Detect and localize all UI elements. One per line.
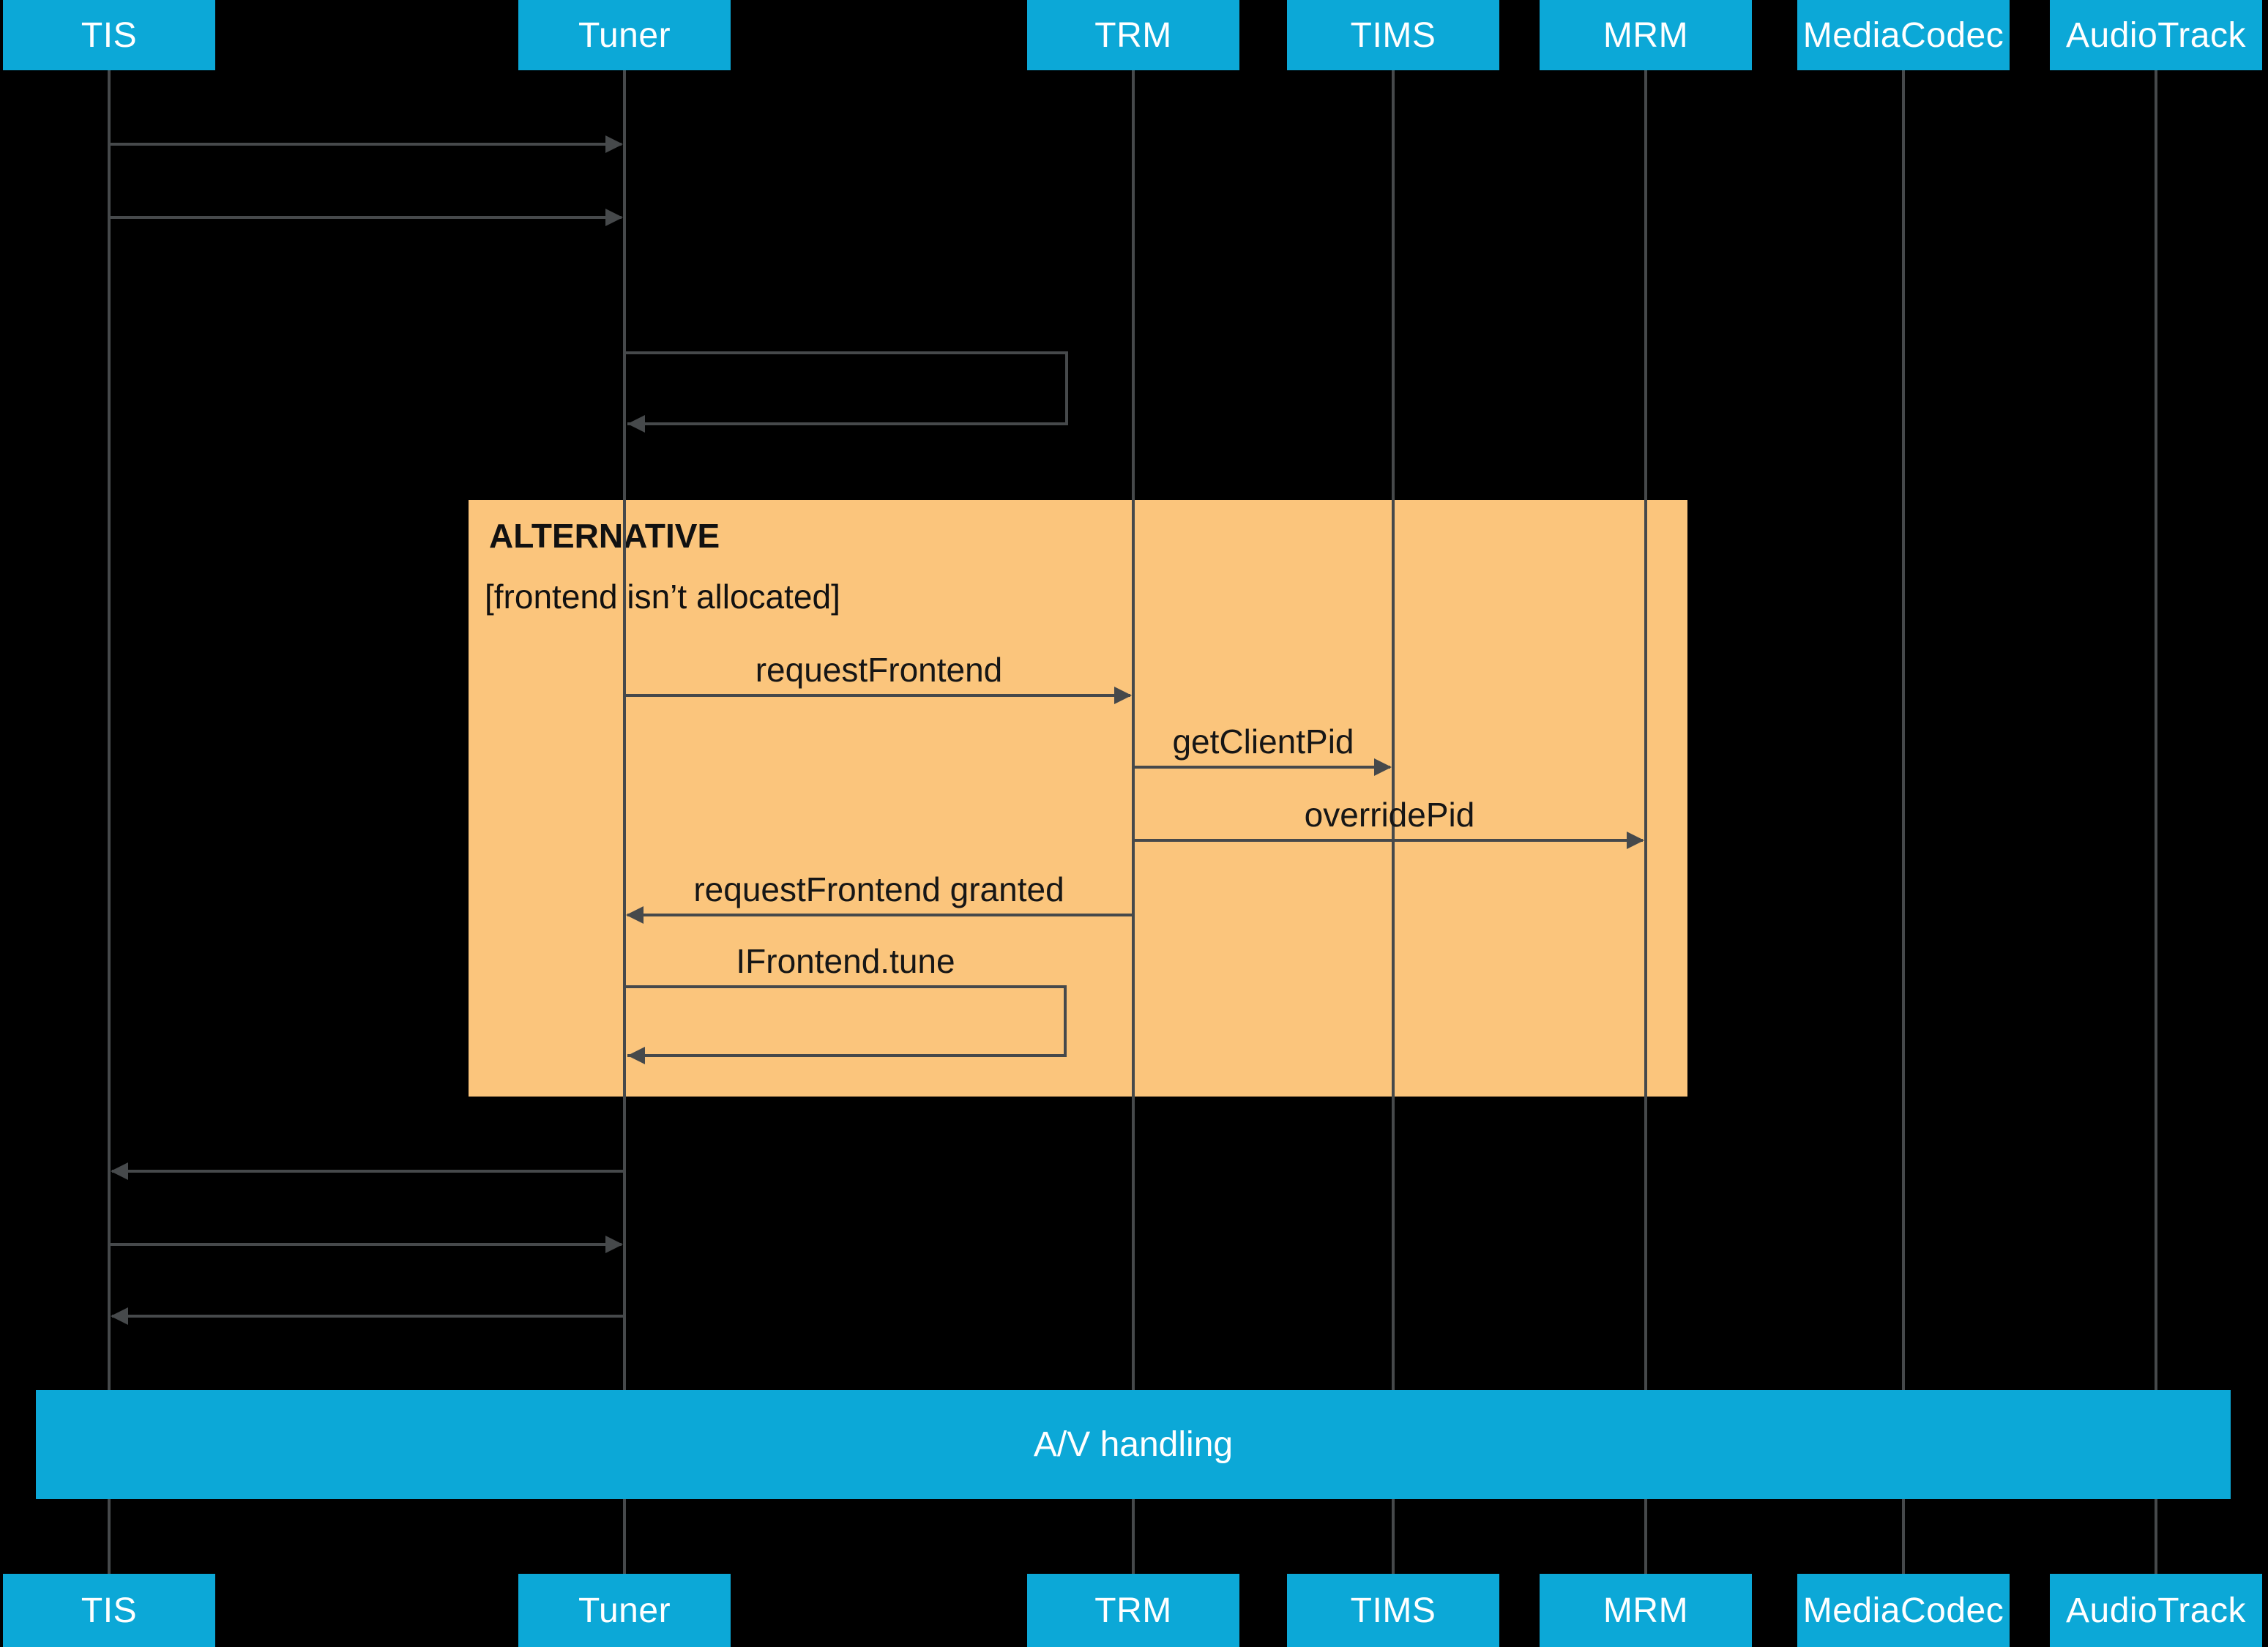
- message-label: getClientPid: [1172, 722, 1354, 761]
- self-message-side-line: [1064, 985, 1067, 1057]
- participant-label-trm: TRM: [1094, 1591, 1172, 1630]
- participant-box-top-mediacodec: MediaCodec: [1797, 0, 2010, 70]
- arrowhead: [626, 906, 644, 924]
- arrowhead: [605, 135, 623, 153]
- arrowhead: [627, 1047, 645, 1064]
- message-line: [112, 1315, 624, 1318]
- alt-guard-label: [frontend isn’t allocated]: [485, 578, 840, 616]
- participant-box-top-audiotrack: AudioTrack: [2050, 0, 2262, 70]
- participant-label-mrm: MRM: [1603, 15, 1689, 55]
- participant-label-mediacodec: MediaCodec: [1802, 15, 2004, 55]
- arrowhead: [1114, 687, 1132, 704]
- participant-box-bottom-tuner: Tuner: [518, 1574, 731, 1647]
- participant-label-tis: TIS: [81, 1591, 138, 1630]
- self-message-side-line: [1065, 351, 1068, 425]
- participant-label-mrm: MRM: [1603, 1591, 1689, 1630]
- message-label: requestFrontend granted: [693, 870, 1064, 908]
- av-handling-bar: A/V handling: [36, 1390, 2231, 1499]
- participant-label-tims: TIMS: [1350, 1591, 1436, 1630]
- participant-label-audiotrack: AudioTrack: [2066, 15, 2246, 55]
- message-label: IFrontend.tune: [736, 942, 955, 980]
- participant-box-bottom-mrm: MRM: [1540, 1574, 1752, 1647]
- av-handling-label: A/V handling: [1033, 1425, 1234, 1464]
- message-label: overridePid: [1304, 796, 1475, 834]
- participant-box-bottom-trm: TRM: [1027, 1574, 1239, 1647]
- alt-operator-label: ALTERNATIVE: [489, 517, 720, 555]
- participant-box-top-trm: TRM: [1027, 0, 1239, 70]
- arrowhead: [627, 415, 645, 433]
- participant-box-top-tis: TIS: [3, 0, 215, 70]
- participant-box-bottom-audiotrack: AudioTrack: [2050, 1574, 2262, 1647]
- self-message-return-line: [627, 422, 1068, 425]
- self-message-return-line: [627, 1054, 1067, 1057]
- arrowhead: [111, 1307, 128, 1325]
- self-message-out-line: [624, 351, 1068, 354]
- participant-box-bottom-mediacodec: MediaCodec: [1797, 1574, 2010, 1647]
- arrowhead: [605, 1236, 623, 1253]
- participant-label-mediacodec: MediaCodec: [1802, 1591, 2004, 1630]
- participant-box-bottom-tims: TIMS: [1287, 1574, 1499, 1647]
- participant-box-bottom-tis: TIS: [3, 1574, 215, 1647]
- participant-label-tuner: Tuner: [578, 1591, 671, 1630]
- message-line: [109, 216, 622, 219]
- arrowhead: [1627, 832, 1644, 849]
- message-line: [1133, 766, 1390, 769]
- participant-label-tis: TIS: [81, 15, 138, 55]
- message-line: [1133, 839, 1643, 842]
- message-line: [624, 694, 1130, 697]
- participant-box-top-tuner: Tuner: [518, 0, 731, 70]
- lifeline-tis: [108, 70, 111, 1574]
- participant-label-tuner: Tuner: [578, 15, 671, 55]
- arrowhead: [1374, 758, 1392, 776]
- message-line: [109, 143, 622, 146]
- lifeline-tims: [1392, 70, 1395, 1574]
- lifeline-tuner: [623, 70, 626, 1574]
- message-label: requestFrontend: [755, 651, 1003, 689]
- arrowhead: [605, 209, 623, 226]
- participant-box-top-tims: TIMS: [1287, 0, 1499, 70]
- lifeline-mrm: [1644, 70, 1647, 1574]
- lifeline-trm: [1132, 70, 1135, 1574]
- lifeline-mediacodec: [1902, 70, 1905, 1574]
- participant-box-top-mrm: MRM: [1540, 0, 1752, 70]
- participant-label-audiotrack: AudioTrack: [2066, 1591, 2246, 1630]
- arrowhead: [111, 1162, 128, 1180]
- participant-label-tims: TIMS: [1350, 15, 1436, 55]
- message-line: [109, 1243, 622, 1246]
- self-message-out-line: [624, 985, 1067, 988]
- message-line: [627, 914, 1133, 916]
- lifeline-audiotrack: [2155, 70, 2157, 1574]
- participant-label-trm: TRM: [1094, 15, 1172, 55]
- alt-fragment: ALTERNATIVE [frontend isn’t allocated]: [469, 500, 1687, 1097]
- message-line: [112, 1170, 624, 1173]
